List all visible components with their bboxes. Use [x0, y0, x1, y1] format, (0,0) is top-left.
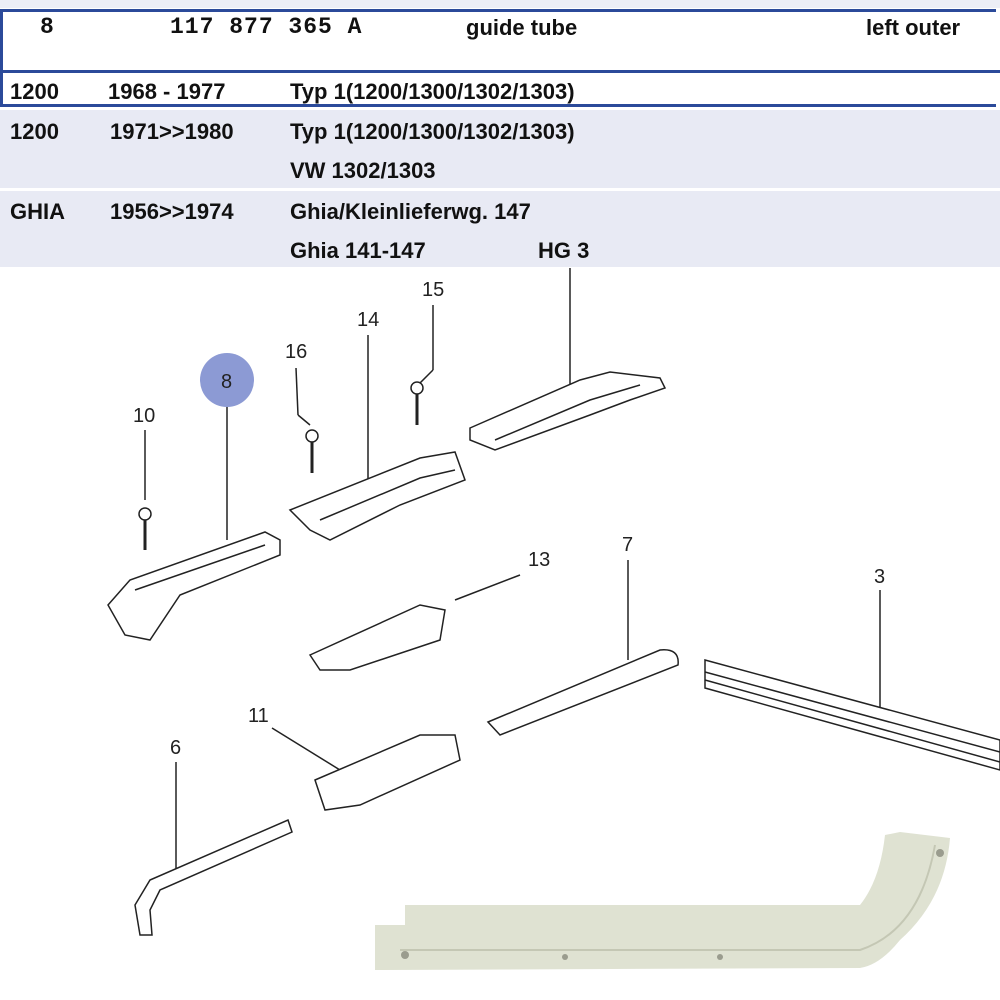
- screw-10: [138, 507, 152, 550]
- label-3: 3: [874, 566, 885, 588]
- label-14: 14: [357, 309, 379, 331]
- vehicle-type: Ghia/Kleinlieferwg. 147: [290, 199, 531, 224]
- part-name: guide tube: [466, 15, 578, 40]
- position-number: 8: [40, 14, 55, 40]
- application-row[interactable]: 1200 1968 - 1977 Typ 1(1200/1300/1302/13…: [0, 73, 1000, 107]
- screw-16: [305, 429, 319, 473]
- guide-tube-photo: [375, 832, 950, 970]
- selected-highlight-border: [0, 9, 996, 107]
- label-8: 8: [221, 371, 232, 393]
- label-11: 11: [248, 705, 269, 727]
- part-row-selected[interactable]: 8 117 877 365 A guide tube left outer: [0, 0, 1000, 72]
- label-16: 16: [285, 341, 307, 363]
- label-10: 10: [133, 405, 155, 427]
- label-15: 15: [422, 279, 444, 301]
- model: GHIA: [10, 199, 65, 224]
- model: 1200: [10, 119, 59, 144]
- years: 1968 - 1977: [108, 79, 226, 104]
- part-number: 117 877 365 A: [170, 14, 363, 40]
- part-note: left outer: [866, 15, 961, 40]
- application-row[interactable]: 1200 1971>>1980 Typ 1(1200/1300/1302/130…: [0, 110, 1000, 188]
- vehicle-type: VW 1302/1303: [290, 158, 436, 183]
- vehicle-type: Ghia 141-147: [290, 238, 426, 263]
- label-13: 13: [528, 549, 550, 571]
- label-7: 7: [622, 534, 633, 556]
- highlight-circle: [200, 353, 254, 407]
- label-6: 6: [170, 737, 181, 759]
- vehicle-type: Typ 1(1200/1300/1302/1303): [290, 119, 575, 144]
- model: 1200: [10, 79, 59, 104]
- vehicle-type: Typ 1(1200/1300/1302/1303): [290, 79, 575, 104]
- years: 1956>>1974: [110, 199, 234, 224]
- application-row[interactable]: GHIA 1956>>1974 Ghia/Kleinlieferwg. 147 …: [0, 191, 1000, 267]
- years: 1971>>1980: [110, 119, 234, 144]
- screw-15: [410, 381, 424, 425]
- group-code: HG 3: [538, 238, 590, 263]
- table-top-strip: [0, 0, 1000, 8]
